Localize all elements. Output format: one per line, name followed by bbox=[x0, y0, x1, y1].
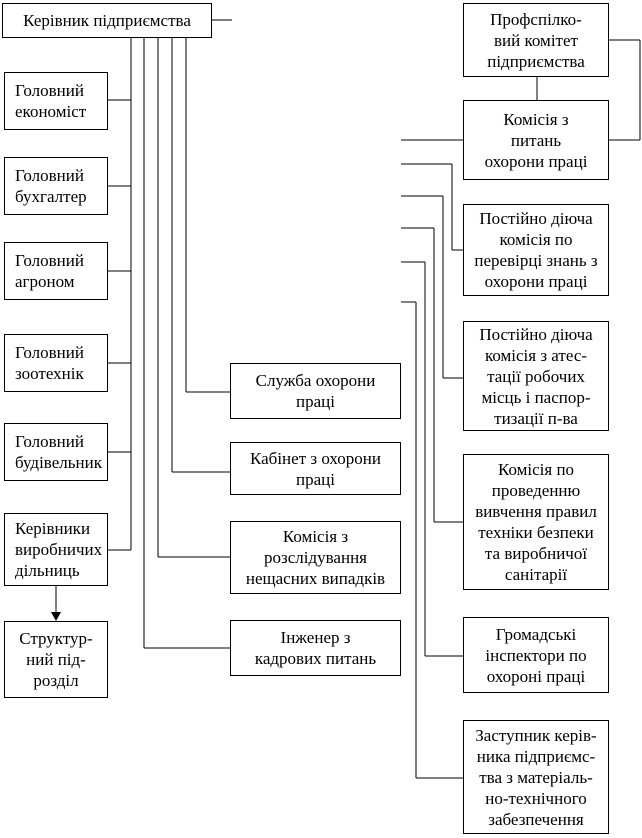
box-trade-union: Профспілко- вий комітет підприємства bbox=[463, 3, 609, 77]
box-agronomist-label: Головний агроном bbox=[15, 251, 84, 291]
box-labor-commission: Комісія з питань охорони праці bbox=[463, 100, 609, 180]
box-site-managers-label: Керівники виробничих дільниць bbox=[15, 519, 103, 580]
box-labor-commission-label: Комісія з питань охорони праці bbox=[484, 109, 588, 171]
box-site-managers: Керівники виробничих дільниць bbox=[4, 513, 108, 586]
box-knowledge-commission: Постійно діюча комісія по перевірці знан… bbox=[463, 204, 609, 296]
box-economist-label: Головний економіст bbox=[15, 81, 87, 121]
box-deputy-head: Заступник керів- ника підприємс- тва з м… bbox=[463, 720, 609, 834]
box-zootechnician-label: Головний зоотехнік bbox=[15, 343, 84, 383]
box-hr-engineer-label: Інженер з кадрових питань bbox=[254, 628, 377, 668]
box-public-inspectors: Громадські інспектори по охороні праці bbox=[463, 617, 609, 693]
box-attestation-commission-label: Постійно діюча комісія з атес- тації роб… bbox=[479, 324, 593, 428]
box-safety-service: Служба охорони праці bbox=[230, 363, 401, 419]
box-head-label: Керівник підприємства bbox=[23, 11, 191, 30]
box-structural-unit: Структур- ний під- розділ bbox=[4, 621, 108, 698]
box-attestation-commission: Постійно діюча комісія з атес- тації роб… bbox=[463, 321, 609, 431]
box-accident-commission-label: Комісія з розслідування нещасних випадкі… bbox=[245, 527, 386, 588]
box-deputy-head-label: Заступник керів- ника підприємс- тва з м… bbox=[475, 725, 597, 829]
box-accident-commission: Комісія з розслідування нещасних випадкі… bbox=[230, 521, 401, 594]
box-knowledge-commission-label: Постійно діюча комісія по перевірці знан… bbox=[474, 209, 598, 291]
box-rules-commission: Комісія по проведенню вивчення правил те… bbox=[463, 454, 609, 590]
box-safety-cabinet: Кабінет з охорони праці bbox=[230, 442, 401, 495]
box-builder-label: Головний будівельник bbox=[15, 432, 102, 472]
box-structural-unit-label: Структур- ний під- розділ bbox=[19, 629, 93, 690]
box-economist: Головний економіст bbox=[4, 72, 108, 130]
box-head: Керівник підприємства bbox=[2, 3, 212, 38]
box-hr-engineer: Інженер з кадрових питань bbox=[230, 620, 401, 676]
box-safety-service-label: Служба охорони праці bbox=[255, 371, 376, 411]
box-accountant-label: Головний бухгалтер bbox=[15, 166, 87, 206]
box-safety-cabinet-label: Кабінет з охорони праці bbox=[250, 448, 381, 489]
box-agronomist: Головний агроном bbox=[4, 242, 108, 300]
box-builder: Головний будівельник bbox=[4, 423, 108, 481]
box-rules-commission-label: Комісія по проведенню вивчення правил те… bbox=[475, 460, 597, 584]
box-zootechnician: Головний зоотехнік bbox=[4, 334, 108, 392]
box-public-inspectors-label: Громадські інспектори по охороні праці bbox=[485, 624, 587, 686]
box-accountant: Головний бухгалтер bbox=[4, 157, 108, 215]
arrow-head bbox=[51, 612, 61, 621]
box-trade-union-label: Профспілко- вий комітет підприємства bbox=[487, 9, 585, 71]
